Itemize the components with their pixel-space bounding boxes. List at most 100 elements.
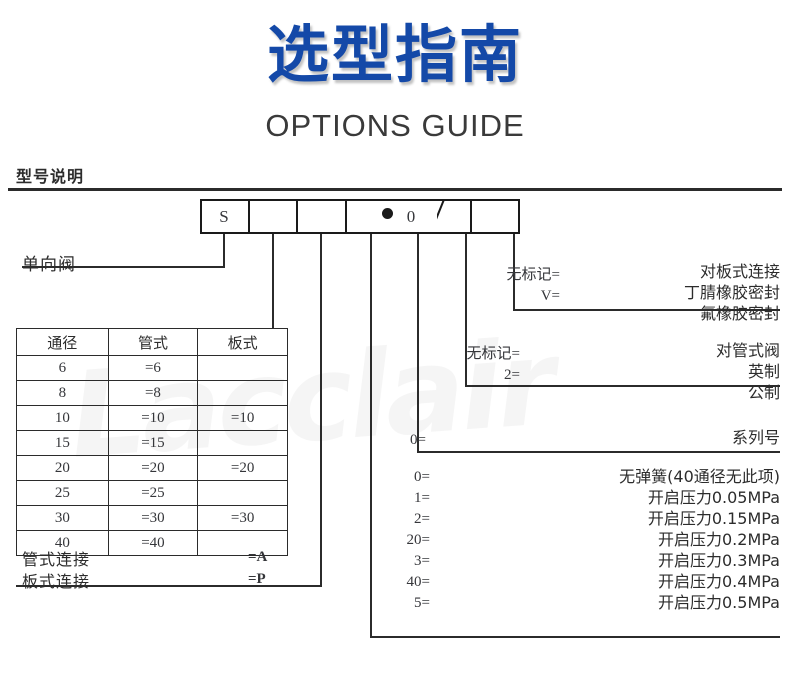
page-title-english: OPTIONS GUIDE: [265, 108, 525, 143]
model-cell-zero: 0: [406, 206, 416, 226]
leader-2-vertical: [272, 234, 274, 329]
table-row: 15=15: [16, 430, 288, 456]
cell-bore: 15: [16, 430, 109, 456]
specification-table: 通径 管式 板式 6=6 8=8 10=10=10 15=15 20=20=20…: [16, 328, 288, 556]
pressure-desc-6: 开启压力0.5MPa: [658, 593, 780, 612]
table-row: 10=10=10: [16, 405, 288, 431]
pressure-code-3: 20=: [406, 532, 430, 548]
table-header-plate-type: 板式: [197, 328, 288, 356]
leader-1-vertical: [223, 234, 225, 267]
cell-divider-4: [470, 199, 472, 234]
pressure-desc-3: 开启压力0.2MPa: [658, 530, 780, 549]
label-check-valve: 单向阀: [22, 255, 76, 275]
pressure-desc-1: 开启压力0.05MPa: [647, 488, 780, 507]
cell-plate: [197, 430, 288, 456]
thread-desc-1: 英制: [747, 362, 780, 381]
cell-tube: =40: [107, 530, 199, 556]
pressure-code-2: 2=: [414, 511, 430, 527]
slash-marker-icon: [437, 201, 453, 232]
cell-bore: 10: [16, 405, 109, 431]
dot-marker-icon: [382, 208, 393, 219]
thread-description-column: 对管式阀 英制 公制: [560, 340, 780, 403]
label-plate-connection: 板式连接: [22, 572, 91, 591]
pressure-code-6: 5=: [414, 595, 430, 611]
leader-5-vertical: [417, 234, 419, 453]
thread-code-1: 2=: [504, 367, 520, 383]
model-code-box: [200, 199, 520, 234]
cell-plate: =30: [197, 505, 288, 531]
header-divider: [8, 188, 782, 191]
pressure-desc-2: 开启压力0.15MPa: [647, 509, 780, 528]
series-code: 0=: [410, 432, 426, 448]
cell-divider-3: [345, 199, 347, 234]
leader-4-vertical: [370, 234, 372, 638]
seal-description-column: 对板式连接 丁腈橡胶密封 氟橡胶密封: [560, 261, 780, 324]
seal-code-0: 无标记=: [506, 267, 560, 283]
leader-5-horizontal: [417, 451, 780, 453]
thread-desc-2: 公制: [747, 383, 780, 402]
cell-tube: =8: [107, 380, 199, 406]
leader-4-horizontal: [370, 636, 780, 638]
leader-3-horizontal: [16, 585, 322, 587]
pressure-desc-4: 开启压力0.3MPa: [658, 551, 780, 570]
label-tube-connection: 管式连接: [22, 550, 91, 569]
page-title-chinese: 选型指南: [266, 18, 523, 91]
table-row: 25=25: [16, 480, 288, 506]
cell-divider-2: [296, 199, 298, 234]
table-row: 40=40: [16, 530, 288, 556]
cell-plate: =20: [197, 455, 288, 481]
cell-bore: 20: [16, 455, 109, 481]
pressure-code-4: 3=: [414, 553, 430, 569]
leader-3-vertical: [320, 234, 322, 531]
cell-plate: [197, 380, 288, 406]
table-header-row: 通径 管式 板式: [16, 328, 288, 356]
leader-7-vertical: [513, 234, 515, 311]
seal-code-1: V=: [540, 288, 560, 304]
seal-desc-2: 氟橡胶密封: [699, 304, 780, 323]
leader-7-horizontal: [513, 309, 780, 311]
pressure-description-column: 无弹簧(40通径无此项) 开启压力0.05MPa 开启压力0.15MPa 开启压…: [500, 466, 780, 613]
pressure-code-5: 40=: [406, 574, 430, 590]
cell-divider-1: [248, 199, 250, 234]
cell-tube: =20: [107, 455, 199, 481]
leader-1-horizontal: [22, 266, 225, 268]
leader-6-horizontal: [465, 385, 780, 387]
cell-bore: 8: [16, 380, 109, 406]
pressure-code-0: 0=: [414, 469, 430, 485]
series-description: 系列号: [731, 428, 780, 447]
cell-tube: =25: [107, 480, 199, 506]
table-row: 20=20=20: [16, 455, 288, 481]
cell-plate: [197, 480, 288, 506]
thread-code-0: 无标记=: [466, 346, 520, 362]
code-plate-connection: =P: [248, 571, 266, 587]
table-header-tube-type: 管式: [107, 328, 199, 356]
cell-tube: =6: [107, 355, 199, 381]
cell-tube: =15: [107, 430, 199, 456]
pressure-code-column: 0= 1= 2= 20= 3= 40= 5=: [370, 467, 430, 614]
cell-plate: [197, 355, 288, 381]
table-row: 30=30=30: [16, 505, 288, 531]
cell-bore: 6: [16, 355, 109, 381]
cell-tube: =10: [107, 405, 199, 431]
leader-3-vertical-lower: [320, 531, 322, 587]
table-row: 8=8: [16, 380, 288, 406]
code-tube-connection: =A: [248, 549, 268, 565]
thread-code-column: 无标记= 2=: [400, 344, 520, 386]
table-header-bore: 通径: [16, 328, 109, 356]
seal-desc-1: 丁腈橡胶密封: [683, 283, 780, 302]
cell-bore: 25: [16, 480, 109, 506]
section-label-model-description: 型号说明: [16, 167, 85, 186]
pressure-desc-0: 无弹簧(40通径无此项): [619, 467, 780, 486]
cell-plate: [197, 530, 288, 556]
pressure-code-1: 1=: [414, 490, 430, 506]
cell-tube: =30: [107, 505, 199, 531]
cell-bore: 40: [16, 530, 109, 556]
table-row: 6=6: [16, 355, 288, 381]
cell-plate: =10: [197, 405, 288, 431]
thread-desc-0: 对管式阀: [715, 341, 780, 360]
pressure-desc-5: 开启压力0.4MPa: [658, 572, 780, 591]
leader-6-vertical: [465, 234, 467, 387]
seal-desc-0: 对板式连接: [699, 262, 780, 281]
model-cell-series-s: S: [219, 206, 229, 226]
